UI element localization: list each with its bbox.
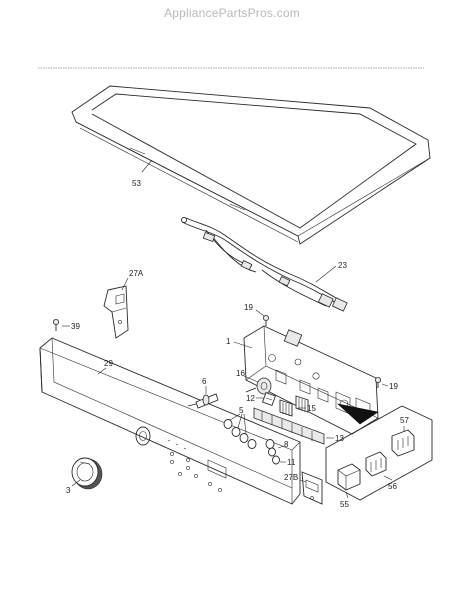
part-23-wire-harness [181,217,348,312]
leader-1 [233,341,253,349]
callout-55: 55 [340,500,349,509]
callout-15: 15 [307,404,316,413]
leader-19-upper [255,309,265,317]
callout-29: 29 [104,359,113,368]
part-5-buttons [223,419,275,449]
callout-1: 1 [226,337,231,346]
detail-callout-box [325,403,433,501]
callout-27b: 27B [284,473,298,482]
leader-27a [121,277,129,291]
part-56-connector [365,451,387,477]
callout-23: 23 [338,261,347,270]
callout-27a: 27A [129,269,144,278]
leader-5a [229,413,241,421]
leader-19-lower [381,383,389,387]
leader-23 [315,265,337,283]
callout-8: 8 [284,440,289,449]
callout-39: 39 [71,322,80,331]
callout-5: 5 [239,406,244,415]
callout-53: 53 [132,179,141,188]
part-12-switch [262,392,276,406]
callout-56: 56 [388,482,397,491]
part-19-screw-upper [262,314,269,326]
part-29-control-panel [39,337,301,505]
callout-19-lower: 19 [389,382,398,391]
part-19-screw-lower [374,376,381,388]
leader-29 [97,367,107,375]
part-3-knob [71,457,103,490]
callout-12: 12 [246,394,255,403]
part-55-connector [337,463,361,491]
part-27b-bracket [301,471,323,505]
leader-55 [345,491,349,499]
part-13-keypad-strip [253,407,325,445]
leader-3 [71,479,81,487]
callout-6: 6 [202,377,207,386]
leader-16 [243,375,259,383]
part-27a-bracket [103,285,129,339]
part-6-shaft [187,393,219,409]
callout-3: 3 [66,486,71,495]
part-16-selector-switch [245,377,272,395]
part-8-button [268,447,276,457]
callout-16: 16 [236,369,245,378]
part-11-button [272,455,280,465]
watermark-text: AppliancePartsPros.com [164,6,300,20]
callout-13: 13 [335,434,344,443]
part-53-top-lid [71,85,431,245]
callout-19-upper: 19 [244,303,253,312]
callout-57: 57 [400,416,409,425]
part-57-connector [391,429,415,457]
leader-5b [237,413,243,429]
callout-11: 11 [287,458,296,467]
leader-27b [299,479,307,483]
part-39-screw [53,318,60,331]
leader-5c [243,413,247,435]
leader-8 [277,445,285,449]
leader-53 [141,159,153,173]
leader-56 [383,475,393,481]
